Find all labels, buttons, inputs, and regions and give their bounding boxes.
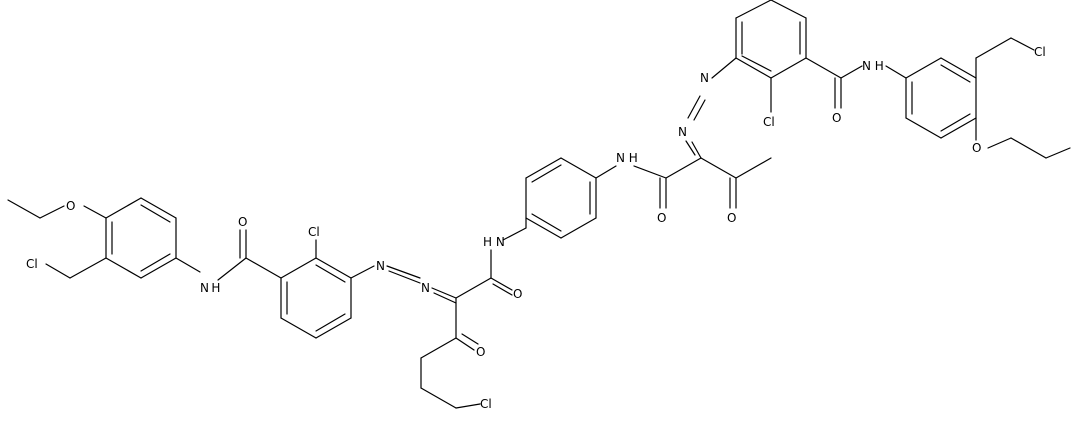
- amide-nh-left: N H: [200, 281, 220, 295]
- chloromethyl-chlorine-right: Cl: [1034, 45, 1046, 59]
- amide-oxygen-right: O: [832, 111, 841, 125]
- amide-oxygen-center-right: O: [657, 211, 666, 225]
- ring-chlorine-right: Cl: [763, 115, 775, 129]
- ethoxy-oxygen-right: O: [972, 141, 981, 155]
- amide-oxygen-left: O: [238, 215, 247, 229]
- chain-chlorine: Cl: [480, 397, 492, 411]
- amide-nh-center-left: H N: [483, 235, 505, 249]
- amide-oxygen-center-left: O: [513, 287, 522, 301]
- amide-nh-center-right: N H: [616, 151, 638, 165]
- amide-nh-right: N H: [862, 59, 884, 73]
- azo-nitrogen-left-1: N: [376, 259, 385, 273]
- bond-lines: [7, 0, 1071, 409]
- ethoxy-oxygen-left: O: [66, 199, 75, 213]
- keto-oxygen-left: O: [476, 345, 485, 359]
- azo-nitrogen-right-1: N: [678, 125, 687, 139]
- keto-oxygen-right: O: [727, 211, 736, 225]
- ring-chlorine-left: Cl: [308, 225, 320, 239]
- azo-nitrogen-left-2: N: [421, 281, 430, 295]
- azo-nitrogen-right-2: N: [700, 71, 709, 85]
- chloromethyl-chlorine-left: Cl: [26, 257, 38, 271]
- atom-labels: O Cl N H O Cl N N O Cl O H N N H O O N N…: [26, 45, 1046, 411]
